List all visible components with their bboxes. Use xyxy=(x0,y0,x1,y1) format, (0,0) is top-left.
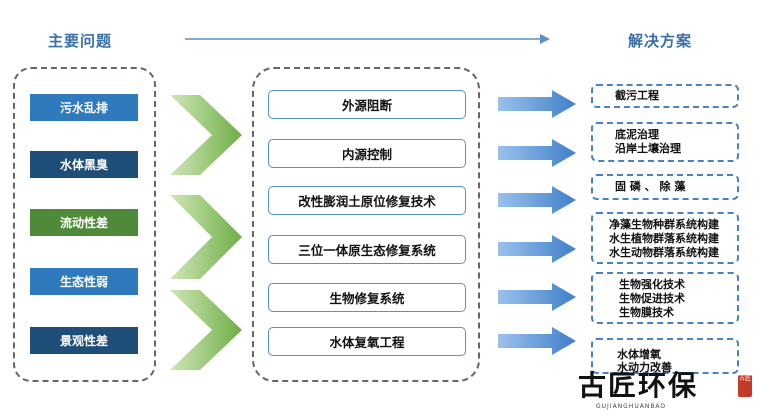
problems-panel xyxy=(13,67,156,382)
logo: 古匠环保 xyxy=(578,369,699,402)
measure-5: 生物修复系统 xyxy=(268,283,466,312)
block-arrows xyxy=(498,90,576,355)
measure-1: 外源阻断 xyxy=(268,90,466,119)
solution-6-line-2: 水动力改善 xyxy=(617,361,672,374)
solution-6-line-1: 水体增氧 xyxy=(617,348,661,361)
solution-5-line-1: 生物强化技术 xyxy=(619,278,685,291)
problem-5: 景观性差 xyxy=(30,327,138,354)
solution-1-line-1: 截污工程 xyxy=(615,89,659,102)
solution-2: 底泥治理 沿岸土壤治理 xyxy=(591,122,739,162)
chevron-arrow-3 xyxy=(170,290,242,370)
solution-4-line-2: 水生植物群落系统构建 xyxy=(609,232,719,245)
solution-2-line-2: 沿岸土壤治理 xyxy=(615,142,681,155)
block-arrow-2 xyxy=(498,139,576,167)
solution-5-line-2: 生物促进技术 xyxy=(619,292,685,305)
solution-6: 水体增氧 水动力改善 xyxy=(591,338,739,374)
header-arrow xyxy=(185,34,550,44)
solution-4-line-1: 净藻生物种群系统构建 xyxy=(609,218,719,231)
block-arrow-6 xyxy=(498,327,576,355)
measures-panel xyxy=(252,67,480,382)
problem-3: 流动性差 xyxy=(30,209,138,236)
solution-1: 截污工程 xyxy=(591,84,739,108)
measure-3: 改性膨润土原位修复技术 xyxy=(268,186,466,215)
problem-1: 污水乱排 xyxy=(30,94,138,121)
problem-2: 水体黑臭 xyxy=(30,151,138,178)
measure-4: 三位一体原生态修复系统 xyxy=(268,235,466,264)
solution-4: 净藻生物种群系统构建 水生植物群落系统构建 水生动物群落系统构建 xyxy=(591,212,739,264)
block-arrow-4 xyxy=(498,235,576,263)
logo-subtext: GUJIANGHUANBAO xyxy=(596,403,667,410)
chevron-arrow-2 xyxy=(170,195,242,279)
problem-4: 生态性弱 xyxy=(30,268,138,295)
solution-5: 生物强化技术 生物促进技术 生物膜技术 xyxy=(591,272,739,324)
solution-2-line-1: 底泥治理 xyxy=(615,128,659,141)
problems-header: 主要问题 xyxy=(48,32,113,50)
block-arrow-5 xyxy=(498,283,576,311)
solution-4-line-3: 水生动物群落系统构建 xyxy=(609,246,719,259)
solution-5-line-3: 生物膜技术 xyxy=(619,306,674,319)
chevron-arrows xyxy=(170,95,242,370)
block-arrow-3 xyxy=(498,186,576,214)
solution-3: 固 磷 、 除 藻 xyxy=(591,174,739,200)
block-arrow-1 xyxy=(498,90,576,118)
solutions-header: 解决方案 xyxy=(628,32,693,50)
measure-6: 水体复氧工程 xyxy=(268,327,466,356)
logo-seal: 古匠 xyxy=(738,375,752,397)
measure-2: 内源控制 xyxy=(268,139,466,168)
solution-3-line-1: 固 磷 、 除 藻 xyxy=(615,180,686,193)
chevron-arrow-1 xyxy=(170,95,242,175)
